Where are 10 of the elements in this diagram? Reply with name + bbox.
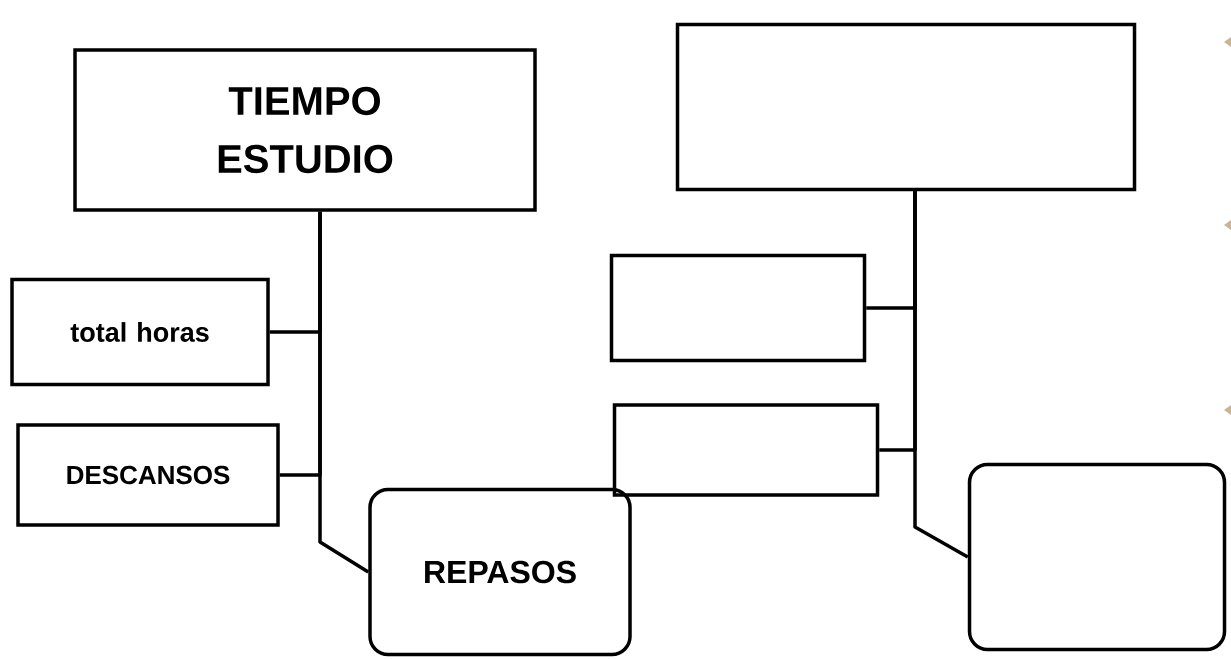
empty-box xyxy=(675,22,1137,192)
text-box: DESCANSOS xyxy=(16,423,280,527)
rounded-box xyxy=(967,462,1227,652)
empty-box xyxy=(609,253,867,363)
connector-line xyxy=(913,191,969,559)
rounded-box: REPASOS xyxy=(368,487,632,657)
empty-box xyxy=(612,403,880,497)
text-box: TIEMPO ESTUDIO xyxy=(73,48,537,212)
text-box: total horas xyxy=(10,277,270,387)
connector-line xyxy=(318,211,370,574)
